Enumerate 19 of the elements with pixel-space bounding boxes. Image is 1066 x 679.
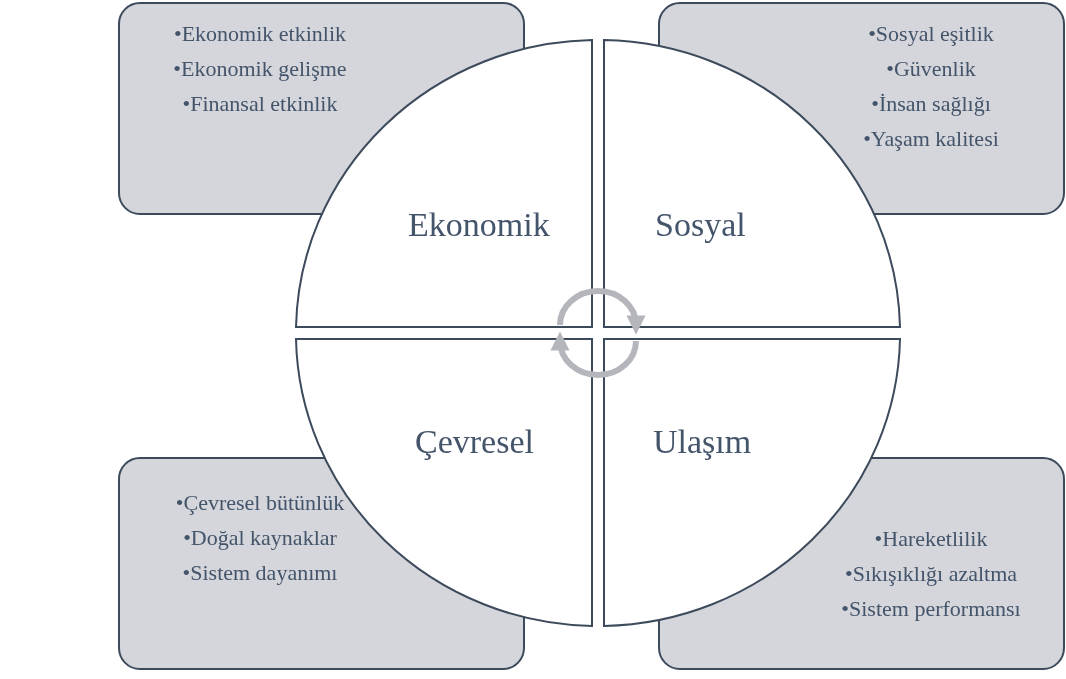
bullet-item: •Güvenlik [886,55,976,83]
bullet-item: •Sıkışıklığı azaltma [844,560,1018,588]
bullet-item: •İnsan sağlığı [871,90,991,118]
bullet-item: •Yaşam kalitesi [863,125,999,153]
bullet-item: •Sistem dayanımı [182,559,338,587]
bullet-item: •Ekonomik etkinlik [173,20,347,48]
bullet-item: •Çevresel bütünlük [175,489,345,517]
bullet-item: •Finansal etkinlik [182,90,338,118]
quadrant-label: Ulaşım [653,422,752,462]
bullet-item: •Hareketlilik [874,525,988,553]
bullet-item: •Ekonomik gelişme [173,55,347,83]
quadrant-label: Sosyal [655,205,746,245]
bullet-item: •Sistem performansı [841,595,1021,623]
quadrant-label: Ekonomik [408,205,550,245]
bullet-item: •Sosyal eşitlik [868,20,994,48]
quadrant-label: Çevresel [415,422,534,462]
bullet-item: •Doğal kaynaklar [183,524,337,552]
cycle-arrow [551,331,639,378]
cycle-arrow [557,288,645,335]
